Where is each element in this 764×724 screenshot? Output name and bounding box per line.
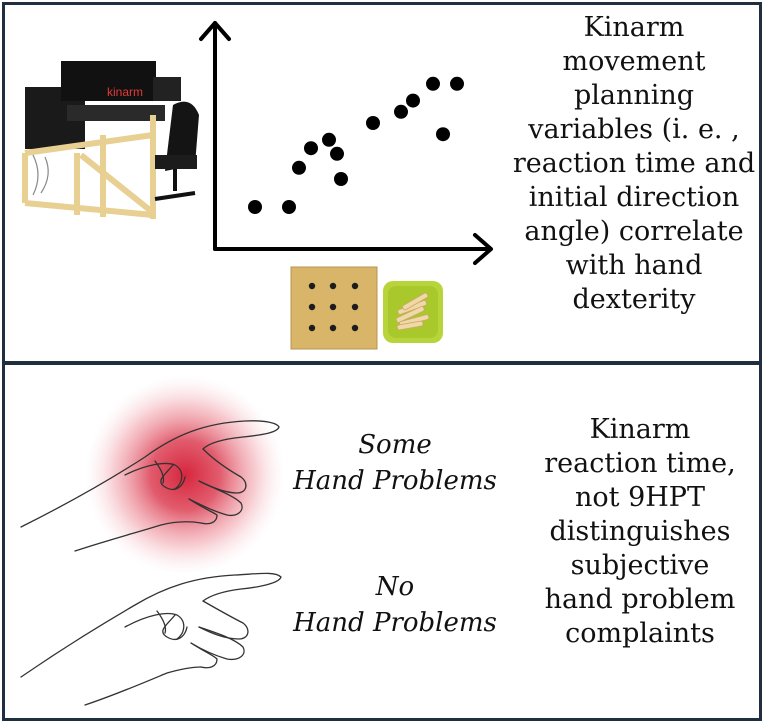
scatter-point xyxy=(394,104,408,119)
some-label-line: Hand Problems xyxy=(293,466,497,496)
scatter-point xyxy=(426,76,440,91)
bottom-caption-line: hand problem xyxy=(544,584,736,615)
top-caption-line: movement xyxy=(562,46,706,77)
bottom-caption-line: not 9HPT xyxy=(575,482,705,513)
scatter-point xyxy=(330,146,344,161)
top-caption-line: planning xyxy=(573,80,695,111)
scatter-point xyxy=(322,132,336,147)
scatter-point xyxy=(406,93,420,108)
top-caption: Kinarm movement planning variables (i. e… xyxy=(510,11,758,317)
top-caption-line: Kinarm xyxy=(583,12,685,43)
kinarm-logo: kinarm xyxy=(107,85,143,99)
bottom-panel: Some Hand Problems No Hand Problems Kina… xyxy=(2,362,762,721)
top-panel-graphics: kinarm xyxy=(22,21,493,350)
bottom-caption: Kinarm reaction time, not 9HPT distingui… xyxy=(530,413,750,651)
bottom-caption-line: complaints xyxy=(565,618,715,649)
scatter-point xyxy=(366,116,380,130)
scatter-point xyxy=(436,127,450,142)
some-label-line: Some xyxy=(358,430,432,460)
no-label-line: No xyxy=(375,572,415,602)
scatter-point xyxy=(450,76,464,91)
no-hand-problems-label: No Hand Problems xyxy=(275,569,515,641)
kinarm-robot-image: kinarm xyxy=(22,61,199,219)
bottom-caption-line: reaction time, xyxy=(544,448,736,479)
nine-hole-peg-board-image xyxy=(290,266,443,350)
scatter-point xyxy=(334,172,348,186)
top-caption-line: variables (i. e. , xyxy=(528,114,740,145)
no-label-line: Hand Problems xyxy=(293,608,497,638)
scatter-point xyxy=(282,200,296,214)
top-caption-line: with hand xyxy=(565,250,703,281)
bottom-panel-graphics xyxy=(20,375,285,706)
top-panel: kinarm xyxy=(2,2,762,364)
pain-glow xyxy=(85,375,285,575)
top-caption-line: dexterity xyxy=(572,284,696,315)
bottom-caption-line: Kinarm xyxy=(589,414,691,445)
some-hand-problems-label: Some Hand Problems xyxy=(275,427,515,499)
scatter-point xyxy=(304,141,318,156)
scatter-axes xyxy=(199,21,493,265)
top-caption-line: initial direction xyxy=(528,182,740,213)
top-caption-line: reaction time and xyxy=(512,148,756,179)
hand-some-problems-icon xyxy=(20,420,280,552)
hand-no-problems-icon xyxy=(20,572,282,706)
bottom-caption-line: subjective xyxy=(570,550,710,581)
scatter-point xyxy=(248,200,262,214)
top-caption-line: angle) correlate xyxy=(524,216,744,247)
scatter-points xyxy=(248,76,464,214)
bottom-caption-line: distinguishes xyxy=(549,516,731,547)
scatter-point xyxy=(292,160,306,175)
